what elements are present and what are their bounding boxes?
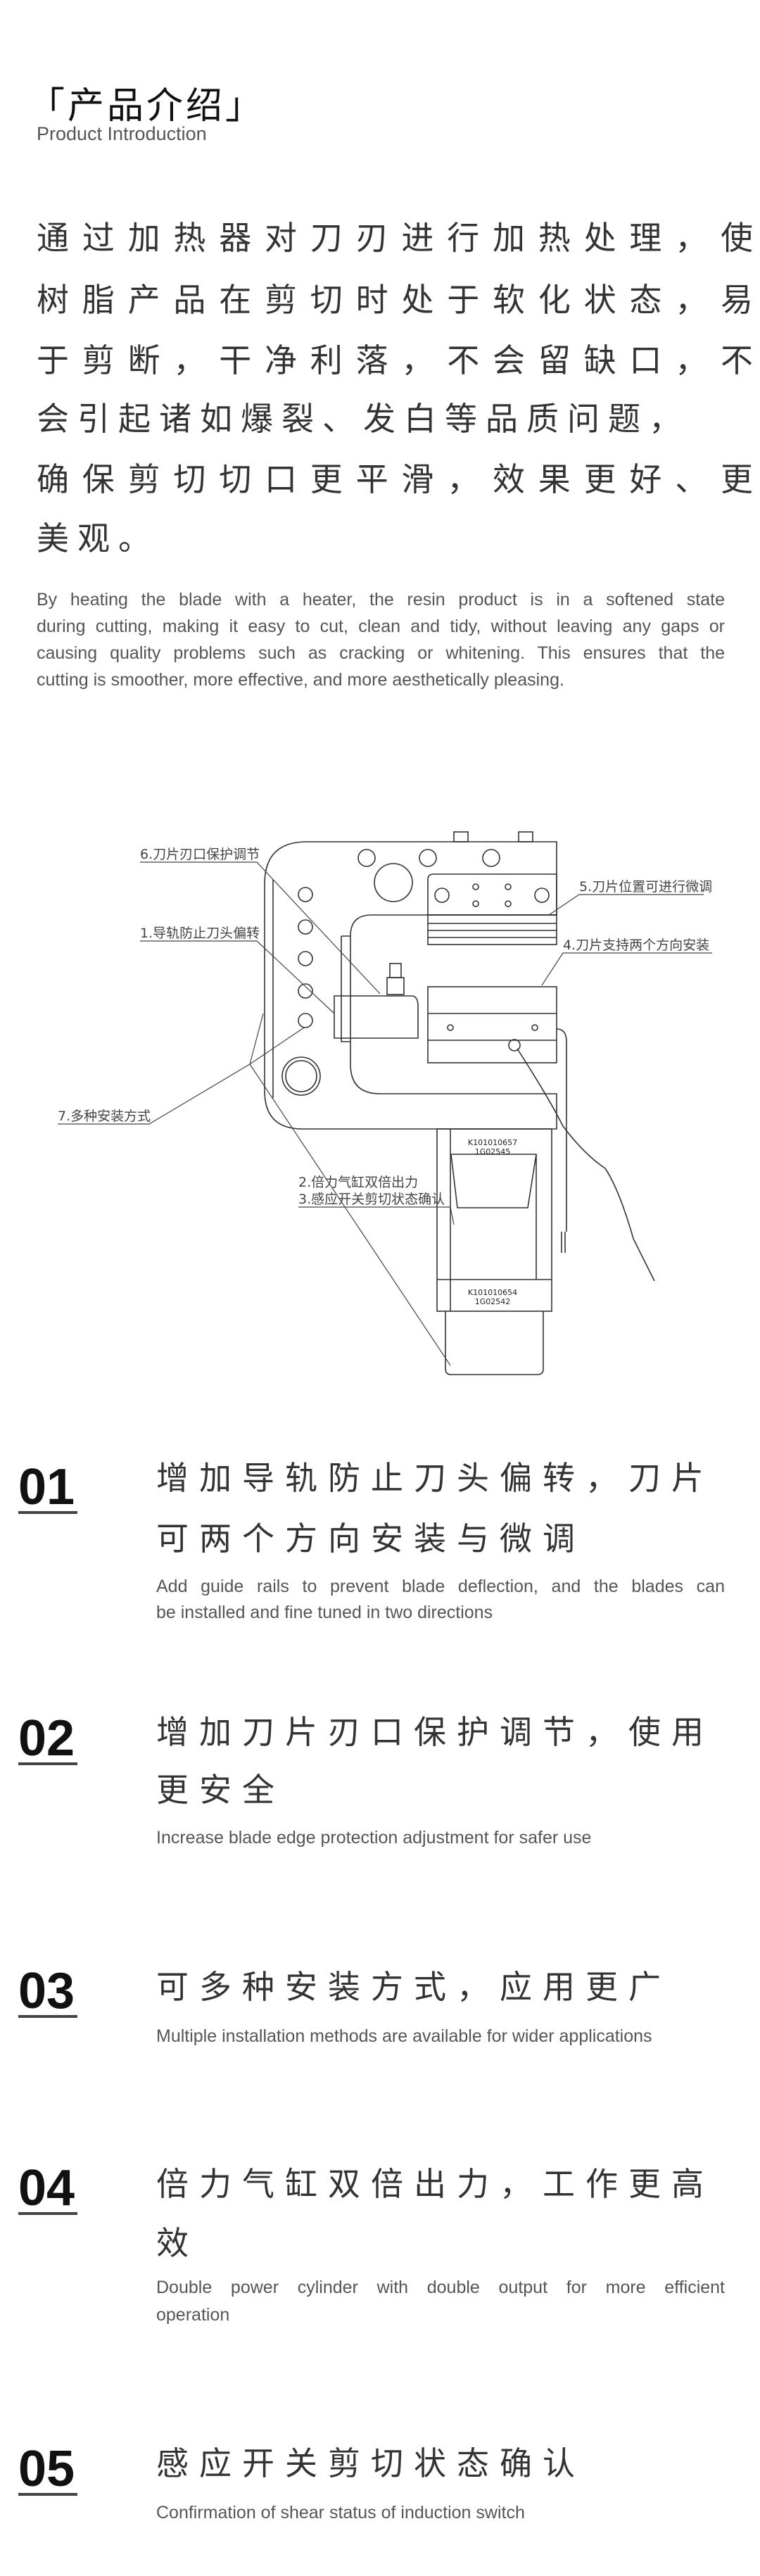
number-underline	[18, 1762, 77, 1765]
callout-7: 7.多种安装方式	[58, 1109, 151, 1124]
feature-description-line: Add guide rails to prevent blade deflect…	[156, 1577, 725, 1596]
section-subtitle: Product Introduction	[37, 123, 207, 144]
callout-4: 4.刀片支持两个方向安装	[563, 937, 709, 953]
feature-description-line: operation	[156, 2305, 230, 2325]
mounting-plate	[264, 841, 557, 1130]
intro-cn-line: 树脂产品在剪切时处于软化状态，易	[37, 282, 760, 318]
sensor-cable	[517, 1048, 655, 1282]
intro-cn-line: 会引起诸如爆裂、发白等品质问题，	[37, 400, 690, 437]
cylinder-tag: 1G02542	[475, 1297, 511, 1306]
intro-en-line: By heating the blade with a heater, the …	[37, 590, 725, 610]
feature-description-line: Double power cylinder with double output…	[156, 2278, 725, 2297]
feature-description-line: Confirmation of shear status of inductio…	[156, 2503, 525, 2523]
intro-en-line: causing quality problems such as crackin…	[37, 643, 725, 663]
intro-en-line: during cutting, making it easy to cut, c…	[37, 617, 725, 636]
number-underline	[18, 2493, 77, 2496]
product-diagram: K101010657 1G02545 K101010654 1G02542 6.…	[58, 831, 712, 1375]
section-title: 「产品介绍」	[28, 86, 265, 127]
intro-cn-line: 确保剪切切口更平滑，效果更好、更	[37, 461, 760, 498]
cylinder-tag: K101010654	[468, 1288, 517, 1297]
number-underline	[18, 1511, 77, 1514]
feature-description-line: Increase blade edge protection adjustmen…	[156, 1828, 592, 1848]
intro-cn-line: 美观。	[37, 520, 159, 557]
feature-title-line: 可两个方向安装与微调	[156, 1520, 585, 1557]
number-underline	[18, 2212, 77, 2215]
callout-6: 6.刀片刃口保护调节	[140, 847, 260, 862]
intro-cn-line: 通过加热器对刀刃进行加热处理，使	[37, 220, 760, 256]
number-underline	[18, 2015, 77, 2018]
feature-title-line: 感应开关剪切状态确认	[156, 2445, 585, 2482]
callout-2: 2.倍力气缸双倍出力	[298, 1175, 418, 1190]
feature-number: 05	[18, 2441, 75, 2497]
feature-title-line: 更安全	[156, 1772, 285, 1808]
intro-en-line: cutting is smoother, more effective, and…	[37, 670, 564, 690]
cylinder-tag: 1G02545	[475, 1147, 511, 1156]
feature-title-line: 增加导轨防止刀头偏转，刀片	[156, 1460, 714, 1496]
intro-cn-line: 于剪断，干净利落，不会留缺口，不	[37, 342, 760, 379]
callout-5: 5.刀片位置可进行微调	[579, 879, 712, 895]
feature-description-line: Multiple installation methods are availa…	[156, 2026, 652, 2046]
feature-title-line: 倍力气缸双倍出力，工作更高	[156, 2166, 714, 2202]
cylinder-cap	[445, 1311, 544, 1375]
feature-title-line: 效	[156, 2225, 199, 2261]
feature-title-line: 可多种安装方式，应用更广	[156, 1969, 671, 2005]
feature-number: 01	[18, 1459, 75, 1515]
feature-description-line: be installed and fine tuned in two direc…	[156, 1603, 493, 1622]
callout-1: 1.导轨防止刀头偏转	[140, 926, 260, 941]
feature-number: 03	[18, 1963, 75, 2019]
feature-number: 02	[18, 1710, 75, 1767]
callout-3: 3.感应开关剪切状态确认	[298, 1192, 445, 1207]
feature-title-line: 增加刀片刃口保护调节，使用	[156, 1714, 714, 1750]
cylinder-tag: K101010657	[468, 1138, 517, 1147]
cylinder	[436, 1128, 552, 1312]
feature-number: 04	[18, 2160, 75, 2216]
